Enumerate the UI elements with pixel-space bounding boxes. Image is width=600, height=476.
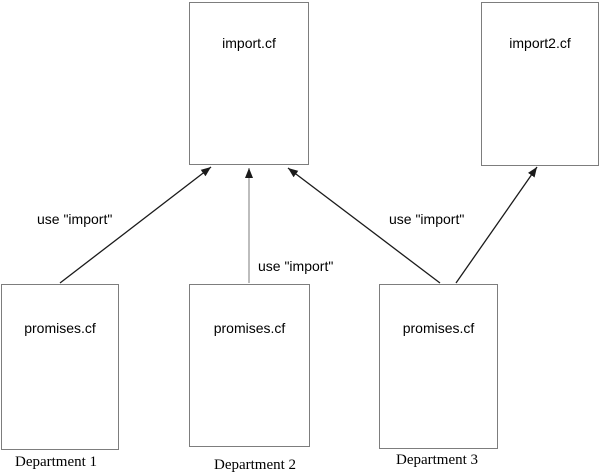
- department-3-label: Department 3: [396, 452, 479, 468]
- box-promises-cf-dept3: promises.cf: [379, 284, 498, 449]
- department-1-label: Department 1: [15, 454, 98, 470]
- box-import2-cf: import2.cf: [481, 2, 599, 166]
- box-import-cf-label: import.cf: [222, 35, 276, 51]
- box-promises-cf-dept1-label: promises.cf: [24, 320, 96, 336]
- box-promises-cf-dept3-label: promises.cf: [402, 320, 475, 336]
- arrow-dept1-to-import: [59, 166, 212, 284]
- arrow-dept3-to-import: [287, 167, 441, 284]
- box-promises-cf-dept2: promises.cf: [189, 284, 310, 447]
- box-import2-cf-label: import2.cf: [509, 35, 571, 51]
- edge-label-use-import-dept1: use "import": [37, 211, 113, 227]
- arrow-dept3-to-import2: [455, 166, 538, 284]
- edge-label-use-import-dept2: use "import": [258, 258, 334, 274]
- box-import-cf: import.cf: [189, 2, 309, 165]
- box-promises-cf-dept2-label: promises.cf: [213, 320, 286, 336]
- box-promises-cf-dept1: promises.cf: [1, 284, 119, 450]
- department-2-label: Department 2: [214, 457, 297, 473]
- edge-label-use-import-dept3: use "import": [389, 211, 465, 227]
